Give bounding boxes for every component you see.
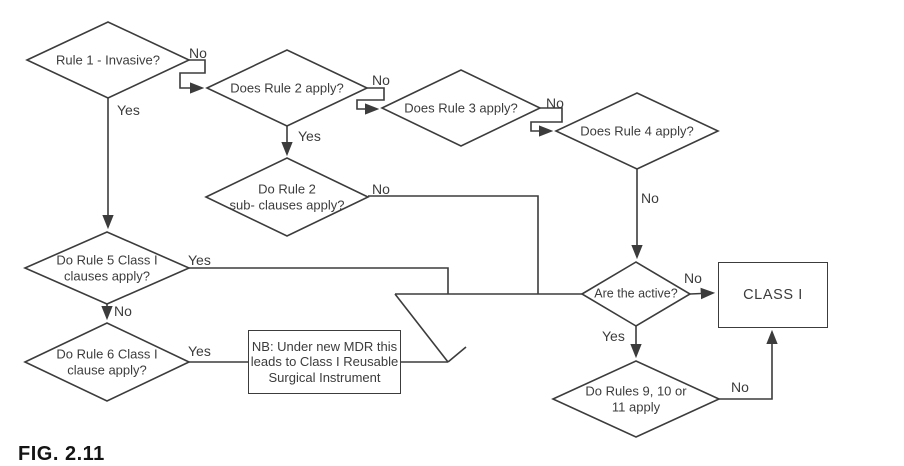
edge-label-rule1-no: No — [189, 45, 207, 61]
note-nb-mdr-line3: Surgical Instrument — [268, 369, 381, 385]
figure-caption: FIG. 2.11 — [18, 443, 105, 465]
decision-rules-9-10-11-label: Do Rules 9, 10 or 11 apply — [585, 384, 686, 415]
edge-label-rule2-subclauses-no: No — [372, 181, 390, 197]
connector-merge-diagonal-barb — [447, 346, 467, 363]
decision-rule6-class1-line1: Do Rule 6 Class I — [56, 346, 158, 362]
edge-label-rule2-yes: Yes — [298, 128, 321, 144]
edge-label-rule3-no: No — [546, 95, 564, 111]
connector-rule1-no — [179, 59, 206, 94]
decision-rule3-apply-label: Does Rule 3 apply? — [404, 100, 518, 116]
decision-are-the-active-label: Are the active? — [594, 286, 678, 301]
note-nb-mdr-box: NB: Under new MDR this leads to Class I … — [248, 330, 401, 394]
connector-rule2-no — [356, 87, 385, 115]
decision-rule2-subclauses-shape — [204, 157, 370, 237]
edge-label-are-active-yes: Yes — [602, 328, 625, 344]
connector-rules-9-10-11-no — [719, 329, 778, 400]
decision-rule4-apply-shape — [554, 92, 720, 170]
edge-label-rule5-yes: Yes — [188, 252, 211, 268]
result-class1-box: CLASS I — [718, 262, 828, 328]
decision-rule2-subclauses-line1: Do Rule 2 — [258, 181, 316, 197]
decision-rule2-apply-label: Does Rule 2 apply? — [230, 80, 344, 96]
edge-label-rule5-no: No — [114, 303, 132, 319]
decision-rule5-class1-line2: clauses apply? — [64, 268, 150, 283]
connector-rule2-subclauses-no — [368, 195, 539, 294]
decision-rules-9-10-11-line1: Do Rules 9, 10 or — [585, 383, 687, 399]
connector-merge-diagonal — [394, 293, 449, 363]
decision-rule2-subclauses-line2: sub- clauses apply? — [229, 197, 345, 212]
decision-rule2-subclauses-label: Do Rule 2 sub- clauses apply? — [230, 182, 345, 213]
result-class1-label: CLASS I — [743, 287, 803, 303]
edge-label-rule4-no: No — [641, 190, 659, 206]
connector-are-active-no — [689, 287, 716, 300]
connector-rule3-no — [530, 107, 563, 137]
decision-rule6-class1-line2: clause apply? — [67, 362, 147, 377]
decision-rule5-class1-line1: Do Rule 5 Class I — [56, 252, 158, 268]
edge-label-are-active-no: No — [684, 270, 702, 286]
note-nb-mdr-line2: leads to Class I Reusable — [250, 354, 399, 370]
edge-label-rules-9-10-11-no: No — [731, 379, 749, 395]
decision-rule5-class1-label: Do Rule 5 Class I clauses apply? — [56, 253, 157, 284]
edge-label-rule2-no: No — [372, 72, 390, 88]
edge-label-rule1-yes: Yes — [117, 102, 140, 118]
decision-rule4-apply-label: Does Rule 4 apply? — [580, 123, 694, 139]
decision-rule1-invasive-label: Rule 1 - Invasive? — [55, 52, 161, 68]
decision-rules-9-10-11-line2: 11 apply — [611, 399, 661, 414]
decision-rule6-class1-label: Do Rule 6 Class I clause apply? — [56, 347, 157, 378]
connector-rule5-yes — [189, 267, 449, 294]
edge-label-rule6-yes: Yes — [188, 343, 211, 359]
note-nb-mdr-line1: NB: Under new MDR this — [251, 338, 398, 354]
